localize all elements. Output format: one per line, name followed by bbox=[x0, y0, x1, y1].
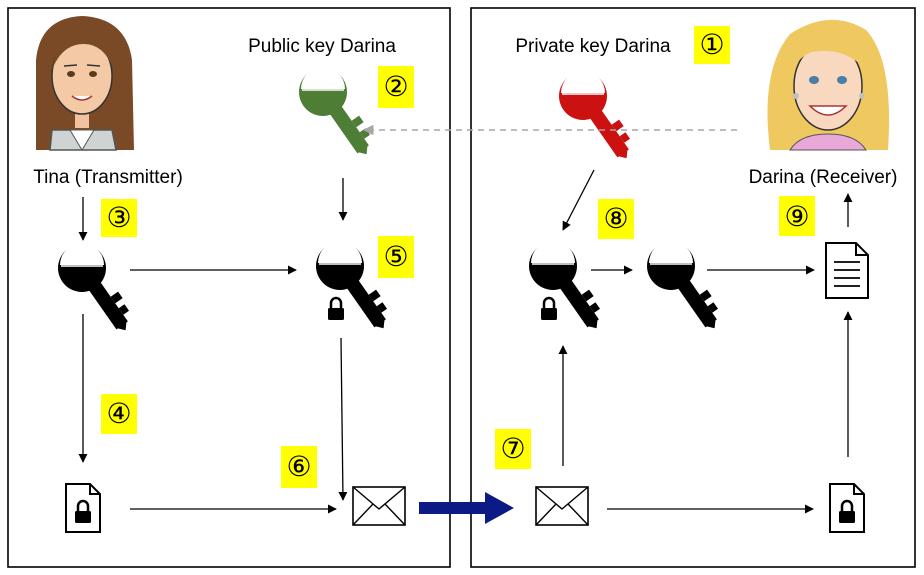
step-badge-1: ① bbox=[694, 26, 730, 64]
step-badge-4: ④ bbox=[101, 394, 137, 434]
step-badge-5: ⑤ bbox=[378, 236, 414, 278]
received-encrypted-key-icon bbox=[528, 240, 611, 334]
tina-avatar bbox=[36, 16, 134, 151]
transmitter-label: Tina (Transmitter) bbox=[33, 167, 183, 188]
step-badge-6: ⑥ bbox=[281, 446, 317, 488]
step-badge-7: ⑦ bbox=[495, 429, 531, 469]
svg-text:①: ① bbox=[699, 29, 724, 60]
receiver-label: Darina (Receiver) bbox=[749, 167, 898, 188]
private-key-icon bbox=[558, 70, 641, 164]
svg-text:⑥: ⑥ bbox=[286, 451, 311, 482]
svg-text:⑨: ⑨ bbox=[784, 201, 809, 232]
private-key-label: Private key Darina bbox=[515, 36, 671, 57]
decrypted-session-key-icon bbox=[646, 240, 729, 334]
plain-document-icon bbox=[825, 242, 869, 299]
transmitter-panel bbox=[7, 7, 451, 568]
session-key-icon bbox=[57, 242, 140, 336]
step-badge-2: ② bbox=[378, 66, 414, 108]
transfer-arrow bbox=[419, 492, 514, 524]
received-locked-document-icon bbox=[830, 484, 864, 532]
step-badge-3: ③ bbox=[101, 199, 137, 237]
svg-text:⑧: ⑧ bbox=[603, 203, 628, 234]
public-key-label: Public key Darina bbox=[248, 36, 396, 57]
receiver-panel bbox=[470, 7, 916, 568]
envelope-icon bbox=[352, 486, 406, 526]
darina-avatar bbox=[767, 19, 890, 151]
step-badge-8: ⑧ bbox=[598, 199, 634, 239]
received-envelope-icon bbox=[535, 486, 589, 526]
step-badge-9: ⑨ bbox=[779, 196, 815, 236]
svg-text:⑦: ⑦ bbox=[500, 433, 525, 464]
svg-text:⑤: ⑤ bbox=[383, 241, 408, 272]
flow-arrows bbox=[78, 169, 853, 514]
locked-document-icon bbox=[66, 484, 100, 532]
svg-text:③: ③ bbox=[106, 202, 131, 233]
svg-text:④: ④ bbox=[106, 398, 131, 429]
public-key-icon bbox=[298, 66, 381, 160]
svg-text:②: ② bbox=[383, 71, 408, 102]
